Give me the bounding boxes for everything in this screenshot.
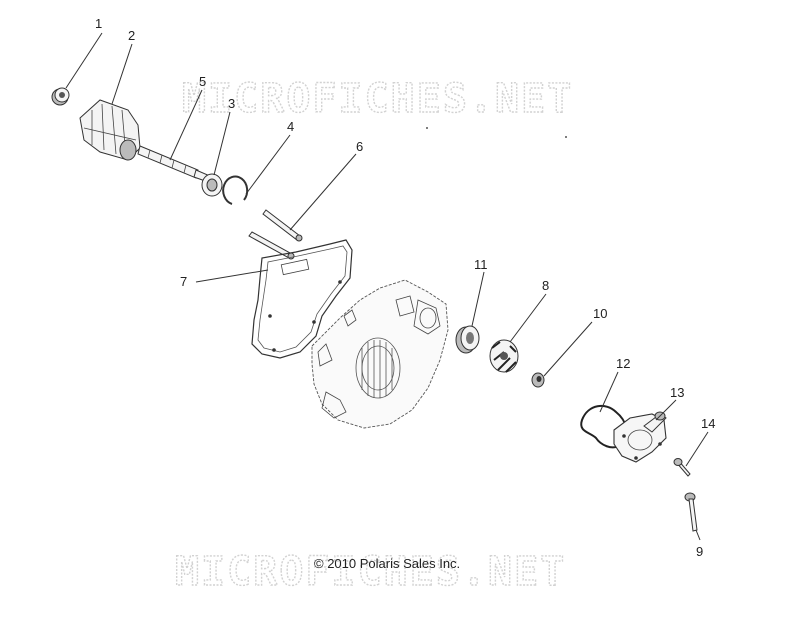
callout-numbers: 1 2 3 4 5 6 7 8 9 10 11 12 13 14 xyxy=(95,16,715,559)
part-2-pump-housing xyxy=(79,99,141,161)
part-8-impeller xyxy=(489,339,519,373)
speck xyxy=(565,136,567,138)
callout-14: 14 xyxy=(701,416,715,431)
leader-lines xyxy=(65,32,709,541)
part-1-nut xyxy=(51,87,70,106)
crankcase xyxy=(311,279,449,429)
part-9-bolt xyxy=(684,492,698,532)
callout-5: 5 xyxy=(199,74,206,89)
callout-3: 3 xyxy=(228,96,235,111)
part-14-bolt xyxy=(673,458,691,477)
callout-11: 11 xyxy=(474,257,488,272)
callout-2: 2 xyxy=(128,28,135,43)
callout-1: 1 xyxy=(95,16,102,31)
watermark-top: MICROFICHES.NET xyxy=(182,76,573,122)
callout-12: 12 xyxy=(616,356,630,371)
callout-6: 6 xyxy=(356,139,363,154)
callout-9: 9 xyxy=(696,544,703,559)
callout-4: 4 xyxy=(287,119,294,134)
callout-7: 7 xyxy=(180,274,187,289)
part-11-seal xyxy=(455,325,480,354)
part-6-dowel-pins xyxy=(248,209,303,260)
callout-10: 10 xyxy=(593,306,607,321)
callout-8: 8 xyxy=(542,278,549,293)
callout-13: 13 xyxy=(670,385,684,400)
part-10-nut xyxy=(531,372,545,388)
part-3-seal xyxy=(201,173,223,197)
speck xyxy=(426,127,428,129)
watermark-bottom: MICROFICHES.NET xyxy=(175,549,566,595)
part-4-snap-ring xyxy=(222,175,249,205)
part-7-gasket xyxy=(251,239,353,359)
copyright-text: © 2010 Polaris Sales Inc. xyxy=(314,556,460,571)
part-13-pump-cover xyxy=(613,411,667,463)
